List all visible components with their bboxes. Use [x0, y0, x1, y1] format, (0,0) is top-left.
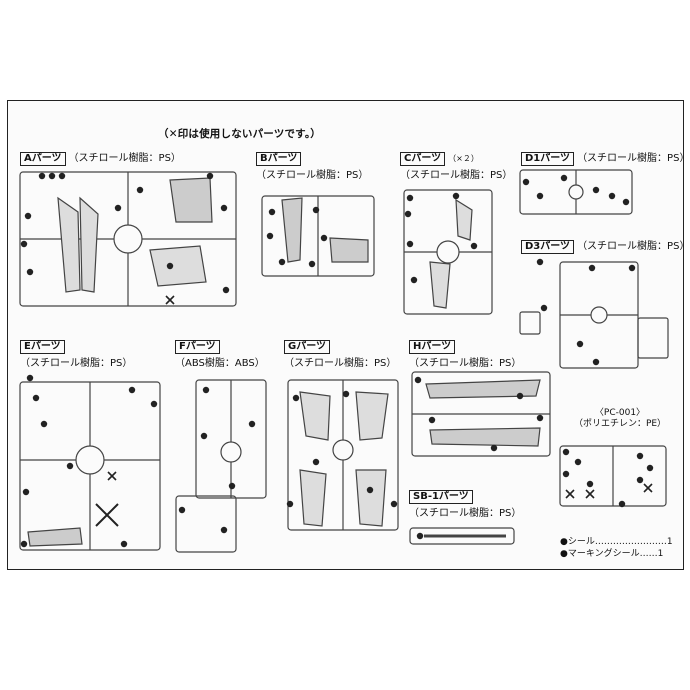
unused-x-markers — [107, 295, 653, 499]
group-material: （スチロール樹脂：PS） — [400, 170, 513, 181]
group-label-sb1: SB-1パーツ （スチロール樹脂：PS） — [409, 490, 521, 520]
group-label-f: Fパーツ （ABS樹脂：ABS） — [175, 340, 265, 370]
runner-d3 — [519, 261, 669, 369]
group-label-d3: D3パーツ（スチロール樹脂：PS） — [521, 240, 689, 254]
part-number-markers — [20, 172, 654, 548]
group-title: Bパーツ — [256, 152, 302, 166]
group-label-g: Gパーツ （スチロール樹脂：PS） — [284, 340, 396, 370]
group-material: （スチロール樹脂：PS） — [68, 153, 181, 164]
group-material: （スチロール樹脂：PS） — [256, 170, 369, 181]
runner-sb1 — [409, 527, 515, 545]
group-label-a: Aパーツ（スチロール樹脂：PS） — [20, 152, 181, 166]
runner-a — [19, 171, 237, 307]
group-title: Eパーツ — [20, 340, 65, 354]
group-material: （スチロール樹脂：PS） — [409, 358, 522, 369]
group-material: （スチロール樹脂：PS） — [20, 358, 133, 369]
runner-c — [403, 189, 493, 315]
runner-e — [19, 381, 161, 551]
legend-row-seal: ●シール……………………1 — [560, 537, 673, 547]
group-label-d1: D1パーツ（スチロール樹脂：PS） — [521, 152, 689, 166]
group-label-h: Hパーツ （スチロール樹脂：PS） — [409, 340, 521, 370]
legend-row-marking-seal: ●マーキングシール……1 — [560, 549, 664, 559]
pc001-title: 〈PC-001〉 — [594, 408, 646, 418]
group-title: Cパーツ — [400, 152, 446, 166]
group-material: （スチロール樹脂：PS） — [284, 358, 397, 369]
group-material: （ABS樹脂：ABS） — [175, 358, 265, 369]
group-material: （スチロール樹脂：PS） — [577, 153, 690, 164]
group-material: （スチロール樹脂：PS） — [577, 241, 690, 252]
runner-pc001 — [559, 445, 667, 507]
group-title: Fパーツ — [175, 340, 220, 354]
sticker-legend: ●シール……………………1 ●マーキングシール……1 — [560, 536, 673, 560]
group-material: （スチロール樹脂：PS） — [409, 508, 522, 519]
runner-d1 — [519, 169, 633, 215]
runner-f — [175, 379, 267, 553]
runner-g — [287, 379, 399, 531]
group-title: Aパーツ — [20, 152, 66, 166]
pc001-label: 〈PC-001〉 （ポリエチレン：PE） — [565, 408, 675, 430]
sheet-border — [7, 100, 684, 570]
group-title: D1パーツ — [521, 152, 575, 166]
group-label-b: Bパーツ （スチロール樹脂：PS） — [256, 152, 368, 182]
group-title: SB-1パーツ — [409, 490, 473, 504]
group-title: Hパーツ — [409, 340, 456, 354]
group-extra: （×２） — [448, 154, 479, 163]
runner-h — [411, 371, 551, 457]
group-label-e: Eパーツ （スチロール樹脂：PS） — [20, 340, 132, 370]
unused-parts-note: （✕印は使用しないパーツです。） — [158, 128, 321, 140]
group-title: D3パーツ — [521, 240, 575, 254]
group-title: Gパーツ — [284, 340, 331, 354]
group-label-c: Cパーツ（×２） （スチロール樹脂：PS） — [400, 152, 512, 182]
pc001-material: （ポリエチレン：PE） — [573, 419, 667, 429]
runner-b — [261, 195, 375, 277]
